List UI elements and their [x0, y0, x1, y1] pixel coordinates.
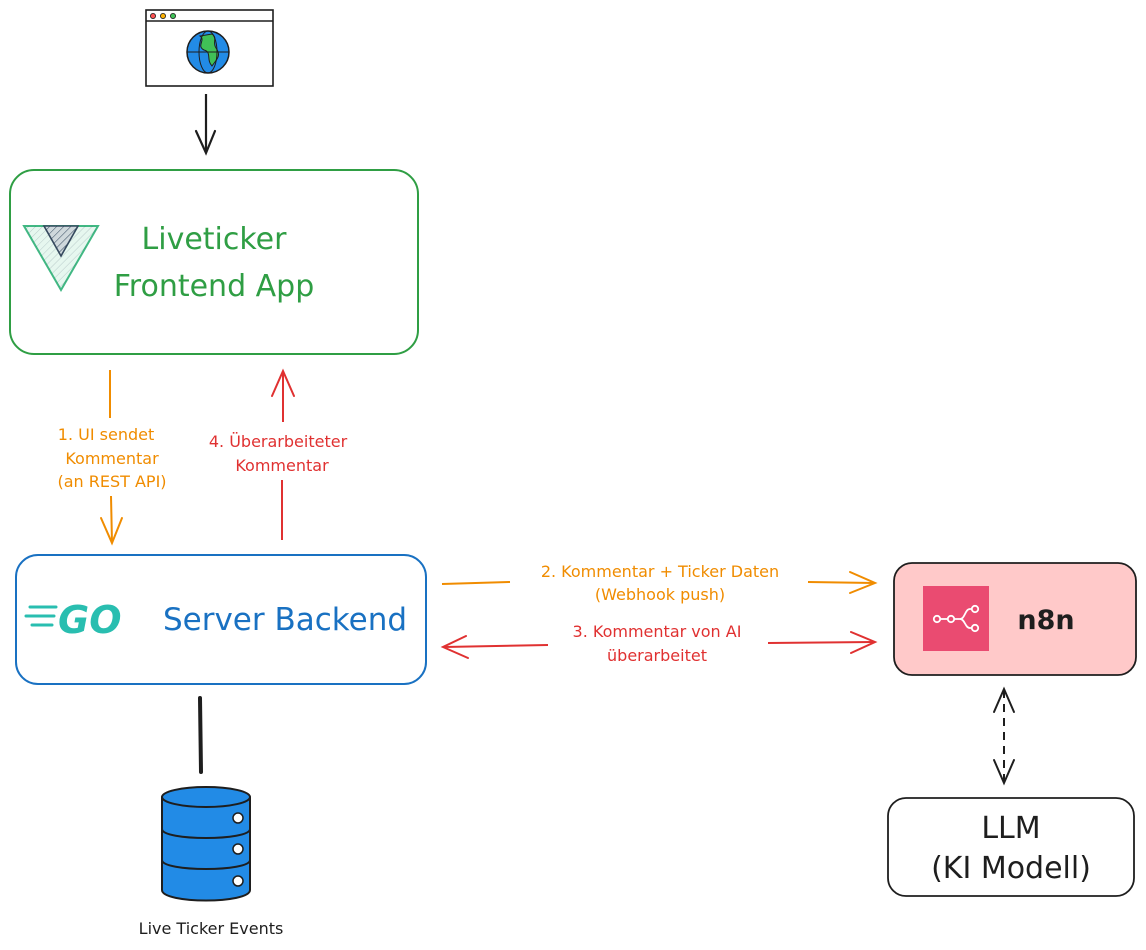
- server-backend-box: GO Server Backend: [15, 554, 427, 685]
- llm-label-line1: LLM: [981, 811, 1040, 846]
- step3-label-line1: 3. Kommentar von AI: [573, 622, 742, 641]
- go-logo-icon: GO: [24, 598, 122, 642]
- backend-title: Server Backend: [163, 602, 407, 638]
- vue-logo-icon: [22, 225, 100, 292]
- step3-label-line2: überarbeitet: [607, 646, 707, 665]
- database-icon: [161, 786, 251, 902]
- step3-arrow: [440, 631, 878, 659]
- llm-box: LLM (KI Modell): [887, 797, 1135, 897]
- browser-window-icon: [145, 9, 274, 87]
- step2-arrow: [441, 571, 878, 594]
- step2-label-line2: (Webhook push): [595, 585, 725, 604]
- step4-label-line1: 4. Überarbeiteter: [209, 432, 348, 451]
- go-logo-text: GO: [58, 598, 122, 642]
- browser-to-frontend-arrow: [194, 94, 217, 156]
- step1-label-line3: (an REST API): [57, 472, 166, 491]
- database-label: Live Ticker Events: [139, 919, 284, 938]
- step1-arrow: [100, 370, 123, 546]
- frontend-title-line2: Frontend App: [114, 269, 315, 304]
- step1-label-line2: Kommentar: [65, 449, 159, 468]
- step2-label-line1: 2. Kommentar + Ticker Daten: [541, 562, 779, 581]
- backend-to-database-line: [198, 696, 203, 774]
- step1-label-line1: 1. UI sendet: [58, 425, 154, 444]
- llm-label-line2: (KI Modell): [931, 851, 1091, 886]
- frontend-app-box: Liveticker Frontend App: [9, 169, 419, 355]
- n8n-box: n8n: [893, 562, 1137, 676]
- n8n-llm-dashed-arrow: [993, 686, 1015, 786]
- frontend-title-line1: Liveticker: [142, 222, 288, 257]
- step4-arrow: [271, 368, 295, 540]
- globe-icon: [186, 30, 230, 74]
- n8n-label: n8n: [1017, 605, 1074, 636]
- n8n-logo-icon: [923, 586, 989, 651]
- step4-label-line2: Kommentar: [235, 456, 329, 475]
